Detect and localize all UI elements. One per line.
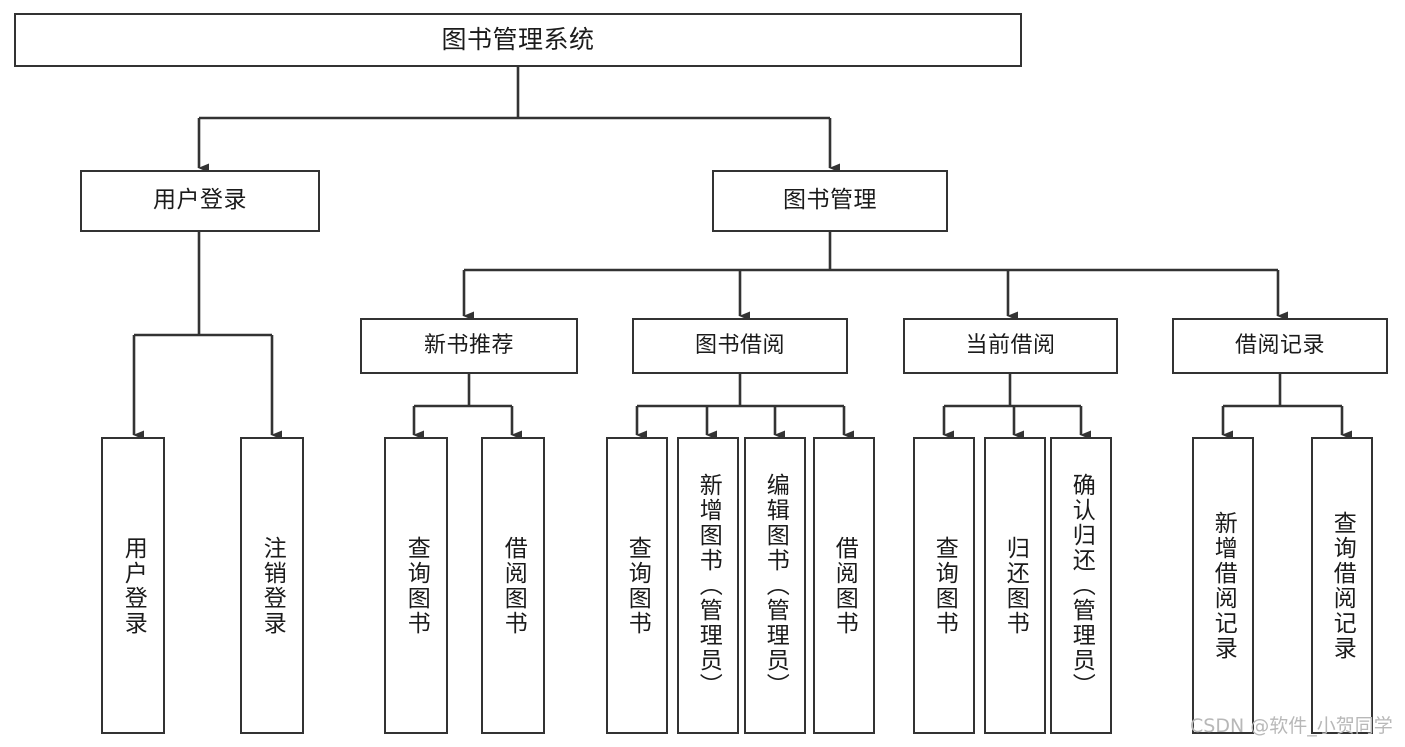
leaf-node[interactable]: 新增图书（管理员） [677, 437, 739, 734]
leaf-node[interactable]: 注销登录 [240, 437, 304, 734]
leaf-node[interactable]: 用户登录 [101, 437, 165, 734]
leaf-node[interactable]: 查询图书 [913, 437, 975, 734]
leaf-node-label: 查询图书 [931, 535, 958, 636]
leaf-node[interactable]: 确认归还（管理员） [1050, 437, 1112, 734]
node-user-login[interactable]: 用户登录 [80, 170, 320, 232]
edges [132, 67, 1352, 440]
leaf-node-label: 确认归还（管理员） [1068, 473, 1095, 698]
node-current-borrow-label: 当前借阅 [965, 333, 1056, 359]
node-new-book-recommend-label: 新书推荐 [423, 333, 514, 359]
node-root-label: 图书管理系统 [441, 25, 595, 55]
node-current-borrow[interactable]: 当前借阅 [903, 318, 1118, 374]
leaf-node[interactable]: 借阅图书 [481, 437, 545, 734]
leaf-node-label: 用户登录 [120, 535, 147, 636]
leaf-node-label: 查询图书 [624, 535, 651, 636]
leaf-node-label: 编辑图书（管理员） [762, 473, 789, 698]
leaf-node[interactable]: 借阅图书 [813, 437, 875, 734]
leaf-node[interactable]: 编辑图书（管理员） [744, 437, 806, 734]
leaf-node-label: 查询借阅记录 [1329, 510, 1356, 661]
leaf-node[interactable]: 归还图书 [984, 437, 1046, 734]
leaf-node[interactable]: 查询借阅记录 [1311, 437, 1373, 734]
leaf-node-label: 新增图书（管理员） [695, 473, 722, 698]
leaf-node-label: 查询图书 [403, 535, 430, 636]
node-new-book-recommend[interactable]: 新书推荐 [360, 318, 578, 374]
leaf-node[interactable]: 查询图书 [384, 437, 448, 734]
csdn-watermark: CSDN @软件_小贺同学 [1190, 715, 1393, 737]
node-book-borrow[interactable]: 图书借阅 [632, 318, 848, 374]
node-book-borrow-label: 图书借阅 [694, 333, 785, 359]
node-book-management-label: 图书管理 [783, 187, 877, 214]
node-borrow-record-label: 借阅记录 [1234, 333, 1325, 359]
node-root[interactable]: 图书管理系统 [14, 13, 1022, 67]
leaf-node-label: 新增借阅记录 [1210, 510, 1237, 661]
node-user-login-label: 用户登录 [153, 187, 247, 214]
node-book-management[interactable]: 图书管理 [712, 170, 948, 232]
node-borrow-record[interactable]: 借阅记录 [1172, 318, 1388, 374]
leaf-node[interactable]: 查询图书 [606, 437, 668, 734]
leaf-node-label: 借阅图书 [831, 535, 858, 636]
leaf-node-label: 归还图书 [1002, 535, 1029, 636]
leaf-node-label: 注销登录 [259, 535, 286, 636]
leaf-node-label: 借阅图书 [500, 535, 527, 636]
leaf-node[interactable]: 新增借阅记录 [1192, 437, 1254, 734]
